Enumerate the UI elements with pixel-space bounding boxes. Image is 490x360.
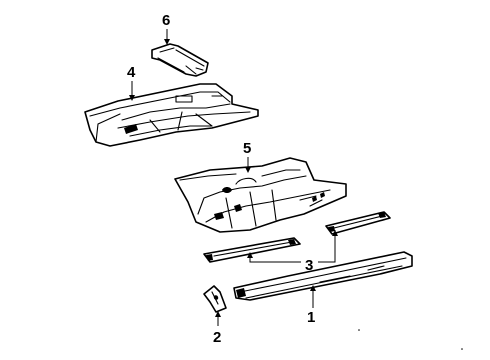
callout-1: 1 xyxy=(307,285,316,326)
svg-text:5: 5 xyxy=(243,140,251,157)
svg-text:1: 1 xyxy=(307,309,315,326)
part-3-sill-plate-left xyxy=(203,237,301,263)
part-4-rear-floor-pan xyxy=(84,83,259,147)
part-6-bracket xyxy=(151,43,209,77)
callout-5: 5 xyxy=(243,140,251,173)
svg-text:2: 2 xyxy=(213,329,221,346)
part-3-sill-plate-right xyxy=(325,211,391,235)
svg-text:3: 3 xyxy=(305,257,313,274)
callout-3: 3 xyxy=(247,230,338,274)
part-2-small-bracket xyxy=(203,285,227,313)
stray-marks xyxy=(358,329,463,350)
callout-2: 2 xyxy=(213,311,221,346)
part-1-rocker-panel xyxy=(233,251,413,301)
callout-4: 4 xyxy=(127,64,136,101)
part-5-front-floor-pan xyxy=(174,157,347,233)
callout-6: 6 xyxy=(162,12,170,45)
svg-text:4: 4 xyxy=(127,64,136,81)
svg-text:6: 6 xyxy=(162,12,170,29)
